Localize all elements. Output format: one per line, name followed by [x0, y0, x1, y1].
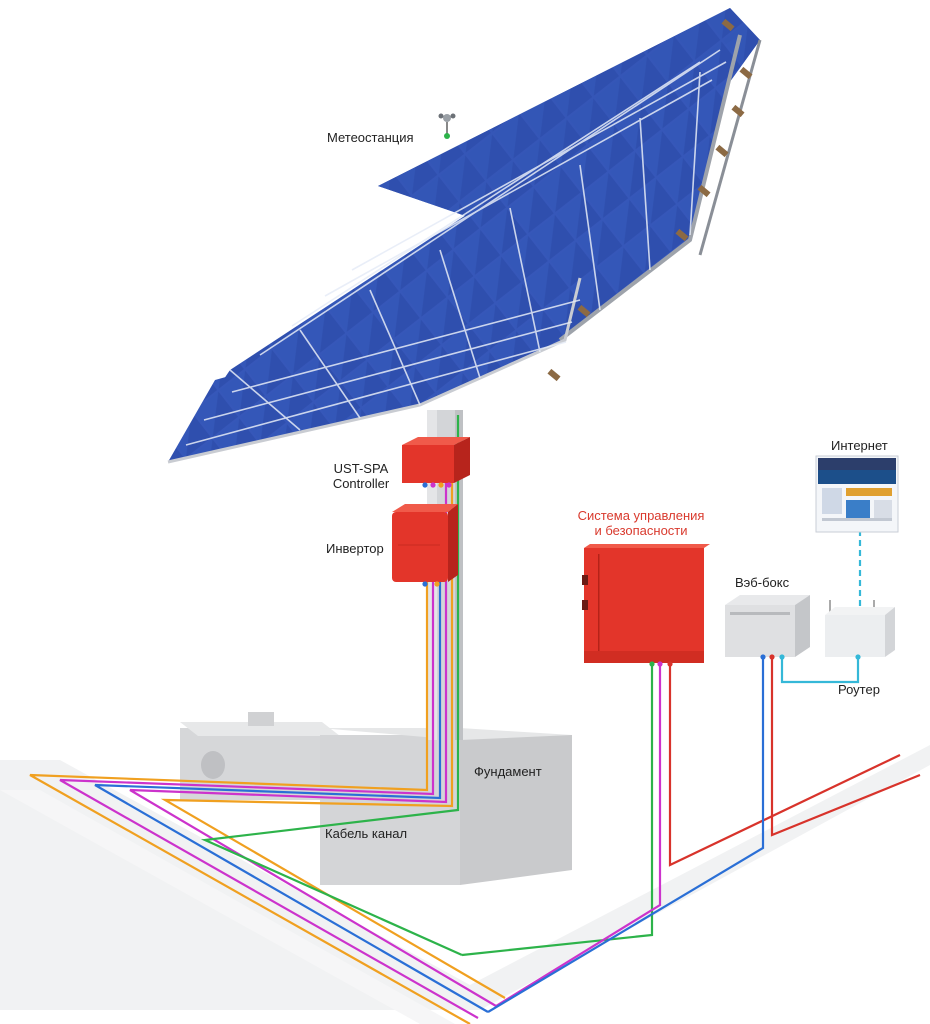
cable-green-1 — [200, 415, 463, 957]
panel-front-row — [168, 278, 580, 462]
weather-station-label: Метеостанция — [327, 130, 414, 145]
cable-magenta-2 — [129, 480, 497, 1007]
webbox-router-link — [780, 658, 860, 684]
browser-window-icon — [815, 455, 899, 533]
controller-box — [402, 437, 470, 488]
cable-red-2 — [770, 658, 921, 837]
control-system-label-line2: и безопасности — [594, 523, 688, 538]
cable-red — [668, 665, 901, 867]
panel-grid — [185, 49, 727, 446]
floor — [0, 745, 930, 1024]
controller-label-line2: Controller — [332, 476, 390, 491]
cable-channel-label: Кабель канал — [325, 826, 408, 841]
foundation-label: Фундамент — [474, 764, 542, 779]
inverter-label: Инвертор — [326, 541, 384, 556]
inverter-box — [392, 504, 458, 587]
cables — [29, 415, 921, 1024]
floor-edge — [0, 790, 455, 1024]
cable-blue-1 — [94, 580, 489, 1013]
panel-brackets — [547, 18, 753, 382]
network-box-icon — [725, 595, 810, 660]
network-links — [780, 532, 862, 684]
cable-magenta-3 — [495, 665, 662, 1007]
solar-panel-array — [167, 8, 762, 464]
control-system-label-line1: Система управления — [577, 508, 705, 523]
router-icon — [825, 600, 895, 660]
cable-magenta — [59, 580, 479, 1019]
cable-green-2 — [461, 665, 654, 957]
router-label: Роутер — [838, 682, 880, 697]
web-box-label: Вэб-бокс — [735, 575, 790, 590]
floor-band — [0, 745, 930, 1010]
foundation-block — [320, 728, 572, 885]
controller-label: UST-SPA Controller — [326, 461, 396, 491]
controller-label-line1: UST-SPA — [333, 461, 389, 476]
cable-orange — [29, 580, 471, 1024]
control-system-label: Система управления и безопасности — [566, 508, 716, 538]
control-system-cabinet — [582, 544, 710, 667]
internet-label: Интернет — [831, 438, 888, 453]
cable-blue-2 — [487, 658, 765, 1013]
anemometer-icon — [438, 113, 456, 139]
